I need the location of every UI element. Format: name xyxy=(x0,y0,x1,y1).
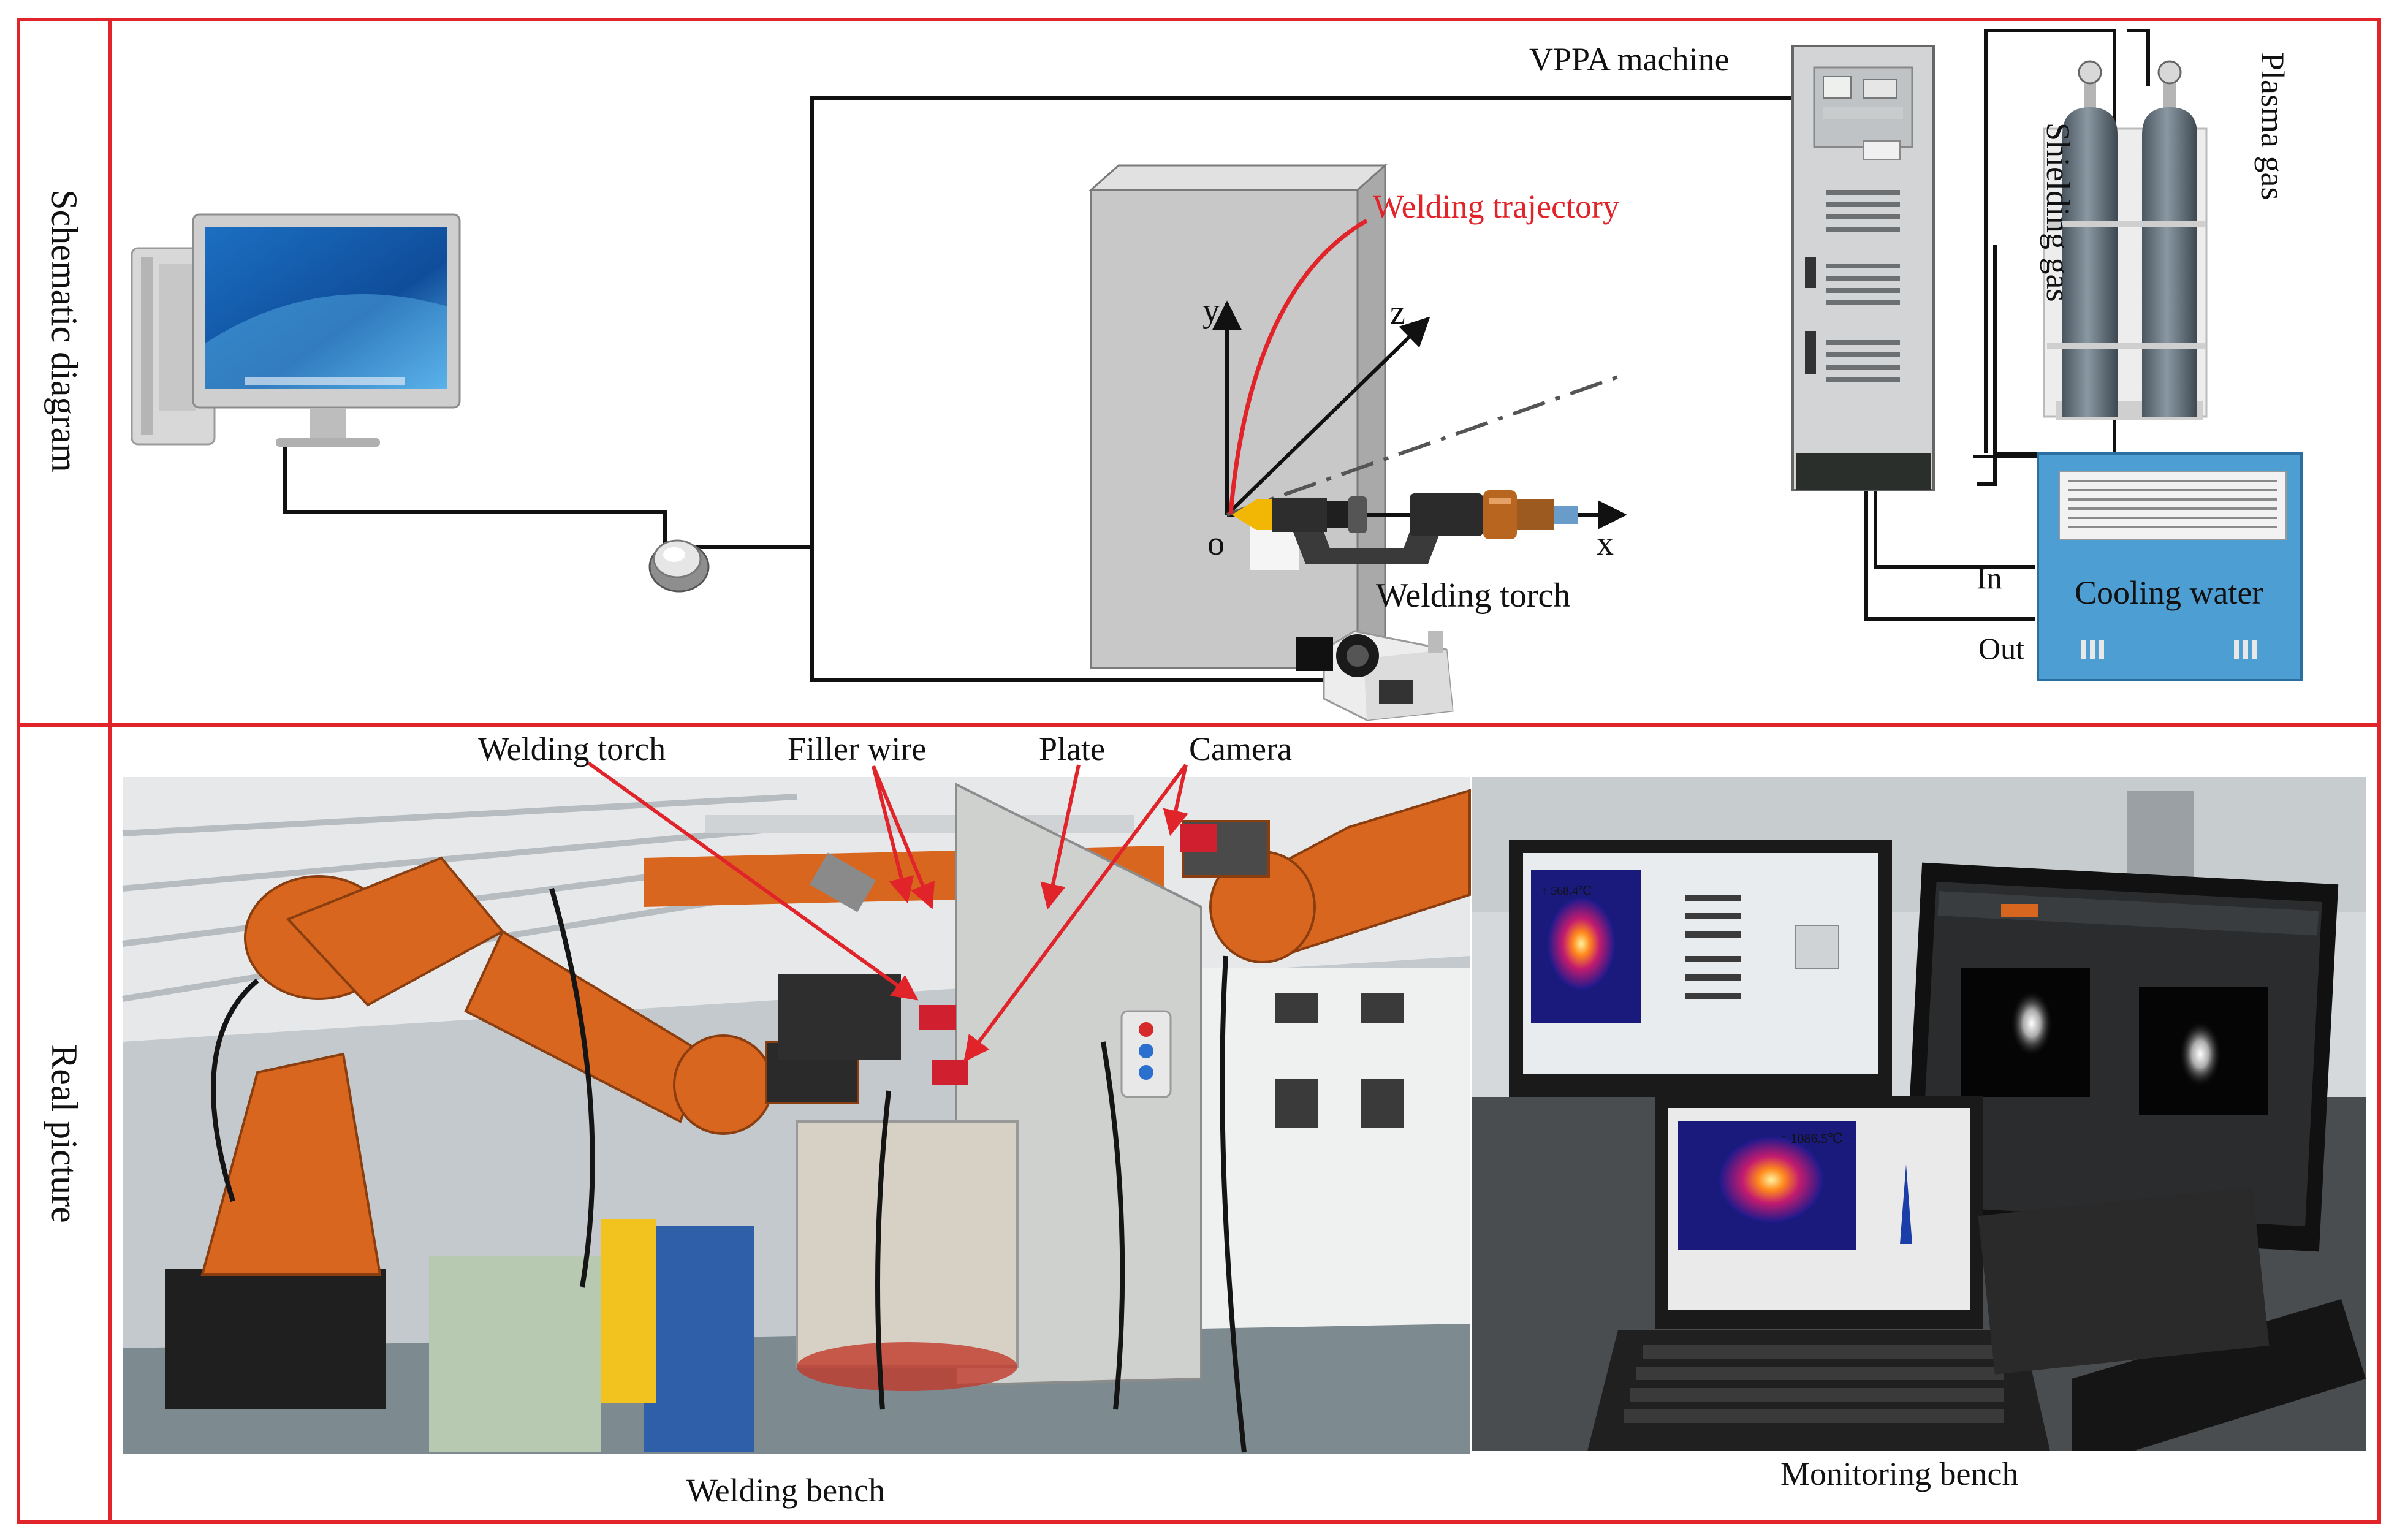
welding-torch-photo-label: Welding torch xyxy=(478,730,666,767)
laptop-temp: ↑ 1086.5℃ xyxy=(1780,1131,1843,1146)
row-label-real: Real picture xyxy=(44,1044,85,1223)
laptop: ↑ 1086.5℃ xyxy=(1587,1096,2050,1451)
welding-torch-label: Welding torch xyxy=(1376,577,1570,615)
camera-photo-label: Camera xyxy=(1189,730,1292,767)
welding-trajectory-label: Welding trajectory xyxy=(1373,188,1619,225)
plasma-gas-label: Plasma gas xyxy=(2254,52,2291,200)
power-cabinet-icon xyxy=(1791,45,1935,491)
annotation-arrows xyxy=(587,761,1188,1063)
monitoring-bench-caption: Monitoring bench xyxy=(1780,1455,2018,1492)
shielding-gas-label: Shielding gas xyxy=(2040,123,2076,302)
left-robot-arm xyxy=(165,856,859,1409)
origin-label: o xyxy=(1207,525,1225,563)
upper-monitor-temp: ↑ 568.4℃ xyxy=(1541,884,1592,898)
filler-wire-label: Filler wire xyxy=(788,730,926,767)
cabinet-vent-slots xyxy=(1826,190,1900,382)
axis-x-label: x xyxy=(1597,525,1614,563)
chiller-grille xyxy=(2068,480,2277,528)
welding-trajectory-curve xyxy=(1228,218,1368,514)
chiller-icon xyxy=(2037,452,2303,681)
welding-bench-photo xyxy=(122,777,1471,1454)
axis-y-label: y xyxy=(1202,292,1220,330)
schematic-panel: y z x o Welding trajectory Welding torch xyxy=(131,29,2303,721)
gas-cylinder-icon xyxy=(2043,60,2208,420)
desktop-computer-icon xyxy=(131,213,461,447)
upper-monitor: ↑ 568.4℃ xyxy=(1509,840,1892,1115)
welding-torch-icon xyxy=(1232,490,1578,564)
welding-bench-caption: Welding bench xyxy=(686,1472,885,1509)
cooling-water-label: Cooling water xyxy=(2075,574,2263,611)
emergency-button-icon xyxy=(648,539,710,593)
high-speed-camera-icon xyxy=(1296,630,1454,721)
row-label-schematic: Schematic diagram xyxy=(44,189,85,472)
vppa-machine-label: VPPA machine xyxy=(1529,41,1730,78)
in-label: In xyxy=(1977,561,2002,595)
monitoring-bench-photo: ↑ 568.4℃ xyxy=(1472,777,2366,1451)
axis-z-label: z xyxy=(1390,294,1405,332)
right-monitor xyxy=(1902,862,2339,1269)
outer-frame xyxy=(17,18,2381,1524)
right-robot-arm xyxy=(1182,789,1471,963)
out-label: Out xyxy=(1978,631,2024,666)
plate-photo-label: Plate xyxy=(1039,730,1105,767)
real-picture-panel: Welding torch Filler wire Plate Camera ↑… xyxy=(122,730,2366,1509)
